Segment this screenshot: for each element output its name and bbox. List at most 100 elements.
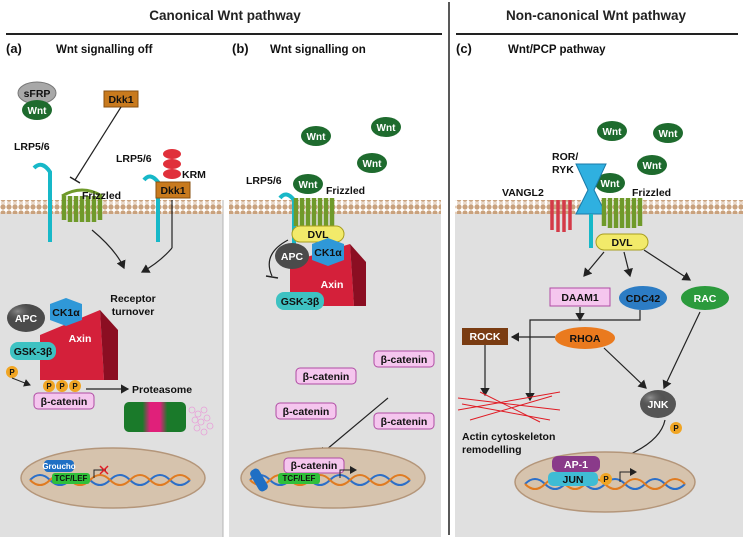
sfrp-wnt-complex: sFRP Wnt	[17, 81, 57, 120]
apc-label-b: APC	[281, 251, 304, 263]
phospho-a1	[6, 366, 18, 378]
groucho-label-a: Groucho	[42, 462, 75, 471]
noncanonical-header: Non-canonical Wnt pathway	[506, 8, 687, 23]
dkk1-bound: Dkk1	[155, 181, 191, 199]
dkk1-label: Dkk1	[108, 94, 133, 106]
bcat-a	[33, 392, 95, 410]
krm-label: KRM	[182, 169, 206, 181]
membrane-a	[0, 200, 223, 214]
apc-label-a: APC	[15, 313, 38, 325]
frizzled-a	[61, 188, 103, 222]
actin-label-2: remodelling	[462, 444, 522, 456]
dkk1-inhibition-line	[74, 106, 122, 181]
panel-b-title: Wnt signalling on	[270, 44, 366, 56]
dkk1-inhibition-bar	[69, 176, 81, 184]
wnt-ligands-b	[293, 117, 401, 194]
transcription-arrow-b	[339, 466, 357, 478]
phospho-arrow-a	[11, 377, 31, 387]
phospho-jnk-label: P	[673, 424, 679, 433]
sfrp-label: sFRP	[24, 88, 51, 100]
turnover-arrow-1	[91, 229, 126, 270]
frizzled-label-c: Frizzled	[632, 187, 671, 199]
dna-b	[249, 474, 411, 486]
degraded-peptides	[188, 406, 214, 436]
gsk-label-a: GSK-3β	[14, 346, 53, 358]
groucho-a	[44, 460, 74, 472]
panel-c-letter: (c)	[456, 41, 472, 56]
ap1-label: AP-1	[564, 459, 588, 471]
proteasome	[124, 402, 186, 432]
bcat-nuclear-arrow	[319, 397, 389, 456]
wnt-b2: Wnt	[377, 123, 397, 134]
phospho-jnk	[670, 422, 682, 434]
tcf-b	[278, 473, 320, 484]
turnover-arrow-2	[140, 247, 173, 273]
rock	[462, 328, 508, 345]
rock-label: ROCK	[470, 331, 501, 343]
wnt-label: Wnt	[28, 106, 48, 117]
ror-label-1: ROR/	[552, 151, 578, 163]
jun	[548, 472, 598, 486]
ror-label-2: RYK	[552, 164, 574, 176]
membrane-b	[229, 200, 441, 214]
phospho-a3	[56, 380, 68, 392]
transcription-arrow-a	[93, 469, 106, 478]
frizzled-c	[601, 198, 643, 228]
destruction-complex-b	[275, 238, 366, 310]
gsk-label-b: GSK-3β	[281, 296, 320, 308]
bcat-b2: β-catenin	[303, 371, 350, 383]
wnt-b3: Wnt	[363, 159, 383, 170]
phospho-a4	[69, 380, 81, 392]
panel-a-letter: (a)	[6, 41, 22, 56]
dvl-label-c: DVL	[612, 237, 634, 249]
wnt-c2: Wnt	[659, 129, 679, 140]
axin-label-a: Axin	[69, 333, 92, 345]
jun-label: JUN	[562, 474, 583, 486]
wnt-b1: Wnt	[307, 132, 327, 143]
groucho-b	[250, 468, 268, 492]
wnt-ligands-c	[595, 121, 683, 193]
cdc42	[619, 286, 667, 310]
bcat-b1: β-catenin	[381, 354, 428, 366]
rac	[681, 286, 729, 310]
cdc42-label: CDC42	[626, 293, 661, 305]
arrow-dvl-cdc42	[623, 251, 633, 278]
panel-a-title: Wnt signalling off	[56, 44, 153, 56]
tcf-a	[52, 473, 90, 484]
bcat-label-a: β-catenin	[41, 396, 88, 408]
arrow-cdc42-actin	[525, 310, 641, 402]
phospho-a2-label: P	[46, 382, 52, 391]
lrp-label-a2: LRP5/6	[116, 153, 152, 165]
receptor-turnover-1: Receptor	[110, 293, 156, 305]
lrp-label-b: LRP5/6	[246, 175, 282, 187]
vangl2	[550, 200, 572, 232]
dvl-label-b: DVL	[308, 229, 330, 241]
bcat-free	[275, 350, 435, 430]
wnt-b4: Wnt	[299, 180, 319, 191]
panel-b-letter: (b)	[232, 41, 249, 56]
wnt-c4: Wnt	[601, 179, 621, 190]
krm-stack	[163, 149, 181, 179]
daam1	[549, 287, 611, 307]
jnk-highlight	[642, 392, 666, 408]
dkk1-bound-label: Dkk1	[160, 185, 185, 197]
tcf-label-b: TCF/LEF	[283, 474, 316, 483]
dvl-c	[595, 233, 649, 251]
frizzled-label-b: Frizzled	[326, 185, 365, 197]
bcat-label-nuclear: β-catenin	[291, 460, 338, 472]
arrow-dvl-daam	[583, 251, 605, 277]
vangl-label: VANGL2	[502, 187, 544, 199]
actin-label-1: Actin cytoskeleton	[462, 431, 555, 443]
rhoa-label: RHOA	[570, 333, 601, 345]
frizzled-b	[293, 198, 335, 228]
ap1	[552, 456, 600, 472]
panel-c-title: Wnt/PCP pathway	[508, 44, 606, 56]
block-x-a2	[99, 465, 109, 475]
phospho-a2	[43, 380, 55, 392]
transcription-arrow-c	[619, 468, 637, 482]
actin-filaments	[457, 391, 561, 423]
dvl-inhibit-bar	[265, 275, 279, 279]
axin-label-b: Axin	[321, 279, 344, 291]
rac-label: RAC	[694, 293, 717, 305]
